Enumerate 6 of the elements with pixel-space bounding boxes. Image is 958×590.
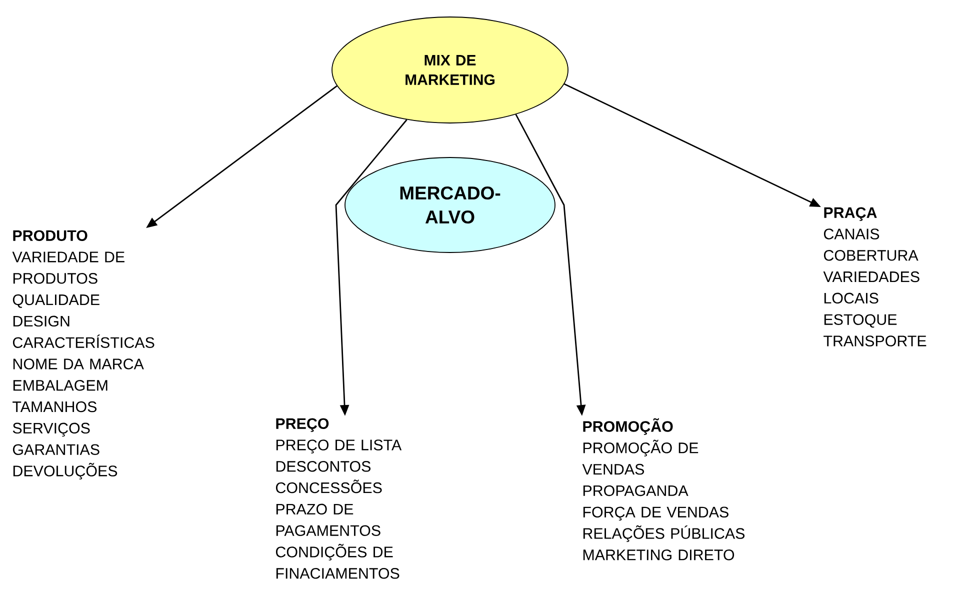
text-list: PRODUTO VARIEDADE DE PRODUTOS QUALIDADE DESIGN CARACTERÍSTICAS NOME DA MARCA EMBALAGEM TAMANHOS SERVIÇOS GARANTIAS DEVOLUÇÕES (12, 230, 154, 480)
text-list: PRAÇA CANAIS COBERTURA VARIEDADES LOCAIS ESTOQUE TRANSPORTE (823, 207, 926, 346)
text-list: PREÇO PREÇO DE LISTA DESCONTOS CONCESSÕES PRAZO DE PAGAMENTOS CONDIÇÕES DE FINACIAMENTOS (276, 418, 402, 579)
oval-node: MERCADO-ALVO (344, 157, 556, 253)
text-list: PROMOÇÃO PROMOÇÃO DE VENDAS PROPAGANDA FORÇA DE VENDAS RELAÇÕES PÚBLICAS MARKETING DIRETO (582, 418, 745, 560)
oval-node: MIX DE MARKETING (332, 16, 568, 124)
